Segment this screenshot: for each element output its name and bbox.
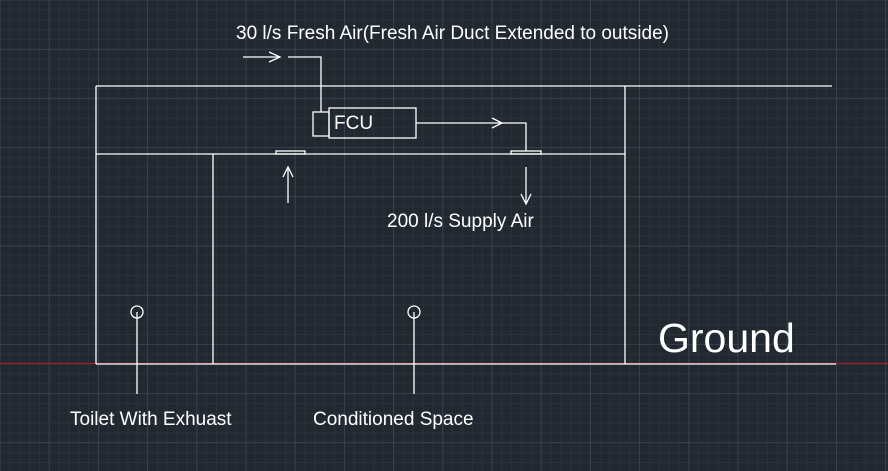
toilet-leader <box>130 305 144 394</box>
fcu-plenum <box>312 111 330 137</box>
fresh-air-arrow-icon <box>243 51 282 63</box>
supply-air-label: 200 l/s Supply Air <box>387 211 534 232</box>
supply-air-arrow-icon <box>520 167 532 206</box>
supply-duct <box>416 122 527 151</box>
fcu-label: FCU <box>334 113 374 134</box>
return-air-arrow-icon <box>282 165 294 203</box>
return-grille <box>275 150 306 155</box>
supply-arrow-icon <box>491 117 504 129</box>
conditioned-space-label: Conditioned Space <box>313 409 474 430</box>
supply-diffuser <box>510 150 542 155</box>
toilet-label: Toilet With Exhuast <box>70 409 232 430</box>
fresh-air-duct <box>288 56 322 112</box>
fresh-air-label: 30 l/s Fresh Air(Fresh Air Duct Extended… <box>236 23 669 44</box>
ground-label: Ground <box>658 315 795 361</box>
conditioned-leader <box>407 305 421 394</box>
